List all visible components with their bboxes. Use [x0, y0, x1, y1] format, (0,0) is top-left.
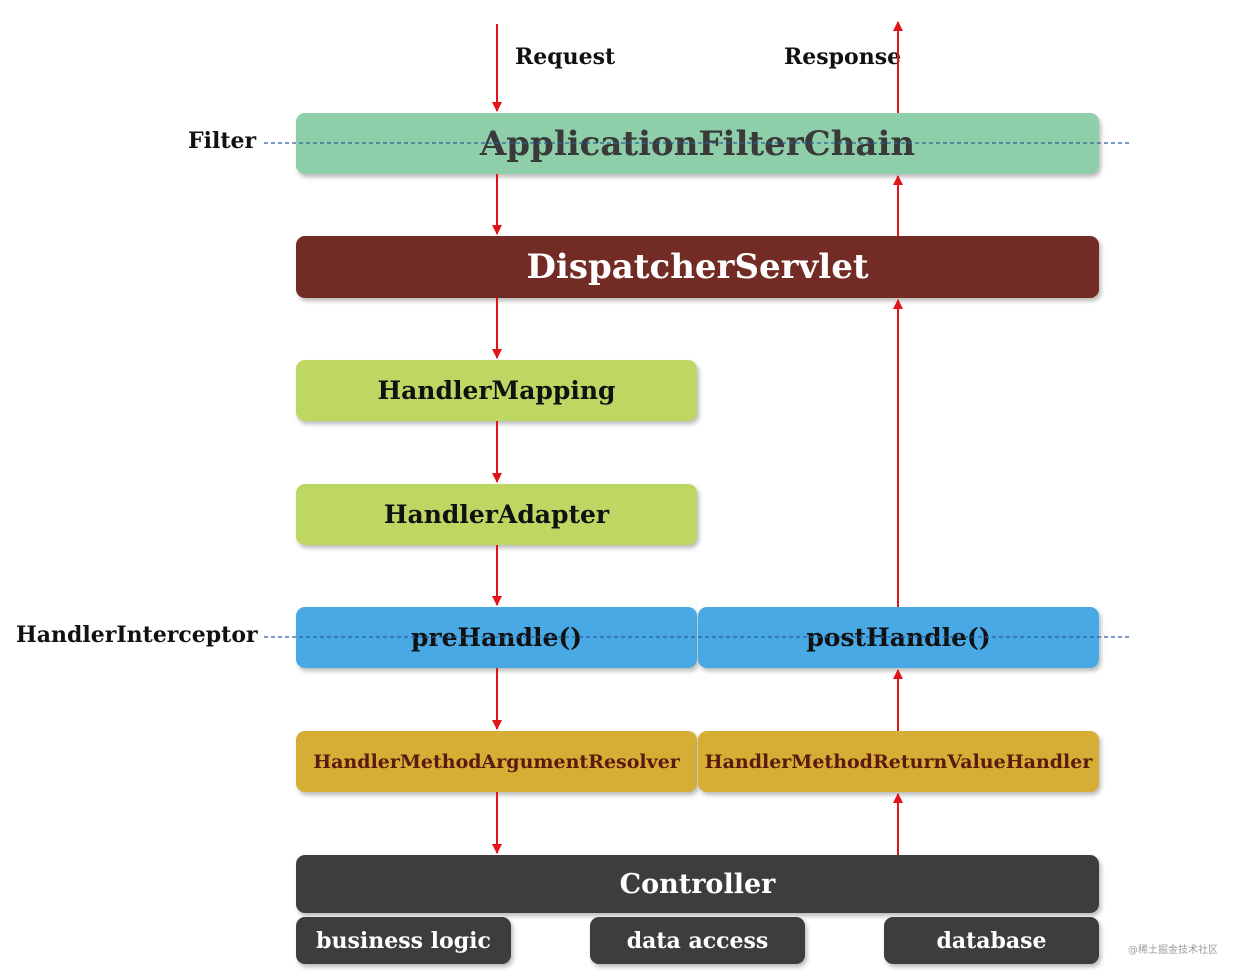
business-logic-box: business logic [296, 917, 511, 964]
post-handle-box: postHandle() [698, 607, 1099, 668]
request-label: Request [515, 44, 616, 70]
return-value-handler-box: HandlerMethodReturnValueHandler [698, 731, 1099, 792]
business-logic-text: business logic [316, 927, 491, 954]
application-filter-chain-box: ApplicationFilterChain [296, 113, 1099, 174]
database-box: database [884, 917, 1099, 964]
handler-mapping-text: HandlerMapping [377, 376, 616, 405]
filter-label: Filter [188, 128, 257, 154]
return-value-handler-text: HandlerMethodReturnValueHandler [704, 750, 1093, 773]
data-access-box: data access [590, 917, 805, 964]
pre-handle-box: preHandle() [296, 607, 697, 668]
response-label: Response [784, 44, 902, 70]
controller-text: Controller [619, 868, 776, 900]
handler-interceptor-label: HandlerInterceptor [16, 622, 258, 648]
argument-resolver-box: HandlerMethodArgumentResolver [296, 731, 697, 792]
database-text: database [936, 927, 1047, 954]
handler-mapping-box: HandlerMapping [296, 360, 697, 421]
handler-adapter-text: HandlerAdapter [383, 500, 610, 529]
data-access-text: data access [626, 927, 769, 954]
application-filter-chain-text: ApplicationFilterChain [479, 123, 916, 164]
handler-adapter-box: HandlerAdapter [296, 484, 697, 545]
dispatcher-servlet-box: DispatcherServlet [296, 236, 1099, 298]
post-handle-text: postHandle() [806, 623, 991, 652]
pre-handle-text: preHandle() [410, 623, 583, 652]
dispatcher-servlet-text: DispatcherServlet [526, 247, 869, 287]
argument-resolver-text: HandlerMethodArgumentResolver [313, 750, 680, 773]
watermark: @稀土掘金技术社区 [1128, 945, 1218, 956]
controller-box: Controller [296, 855, 1099, 913]
